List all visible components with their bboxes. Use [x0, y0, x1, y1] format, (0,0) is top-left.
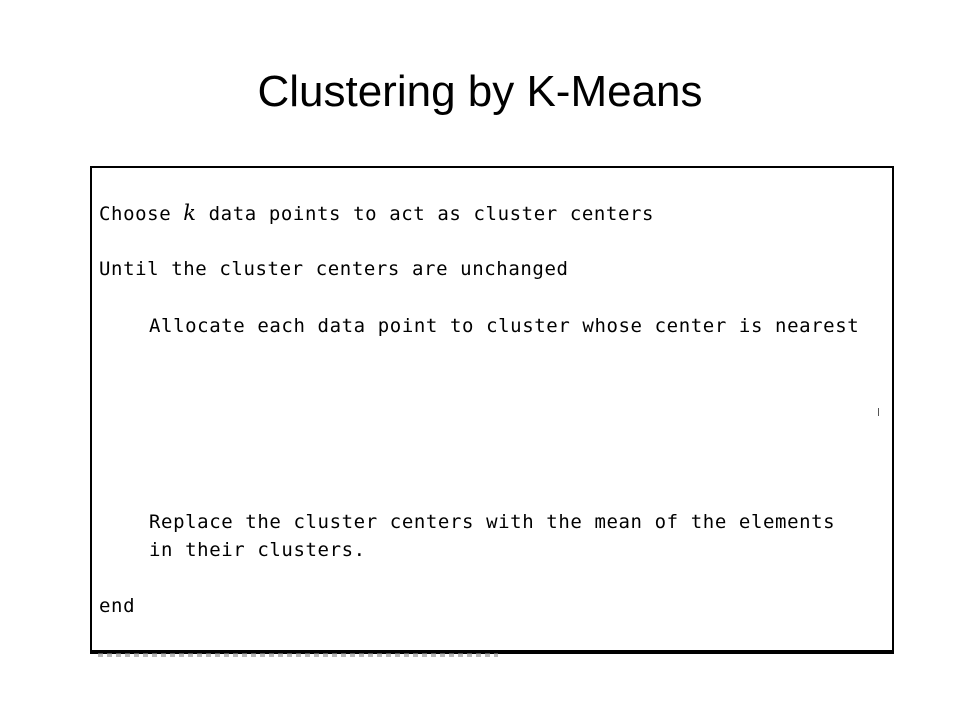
- algorithm-line-end: end: [99, 595, 136, 617]
- algorithm-line-until: Until the cluster centers are unchanged: [99, 258, 569, 280]
- algorithm-line-replace: Replace the cluster centers with the mea…: [149, 511, 836, 533]
- choose-prefix: Choose: [99, 203, 184, 225]
- cropped-caption-remnant: [98, 653, 498, 657]
- algorithm-line-clusters: in their clusters.: [149, 539, 366, 561]
- k-variable: k: [183, 201, 197, 225]
- slide-title: Clustering by K-Means: [257, 67, 703, 116]
- algorithm-box: [90, 166, 894, 654]
- stray-mark: [878, 408, 879, 416]
- algorithm-line-choose: Choose k data points to act as cluster c…: [99, 201, 654, 226]
- choose-suffix: data points to act as cluster centers: [196, 203, 655, 225]
- algorithm-line-allocate: Allocate each data point to cluster whos…: [149, 315, 860, 337]
